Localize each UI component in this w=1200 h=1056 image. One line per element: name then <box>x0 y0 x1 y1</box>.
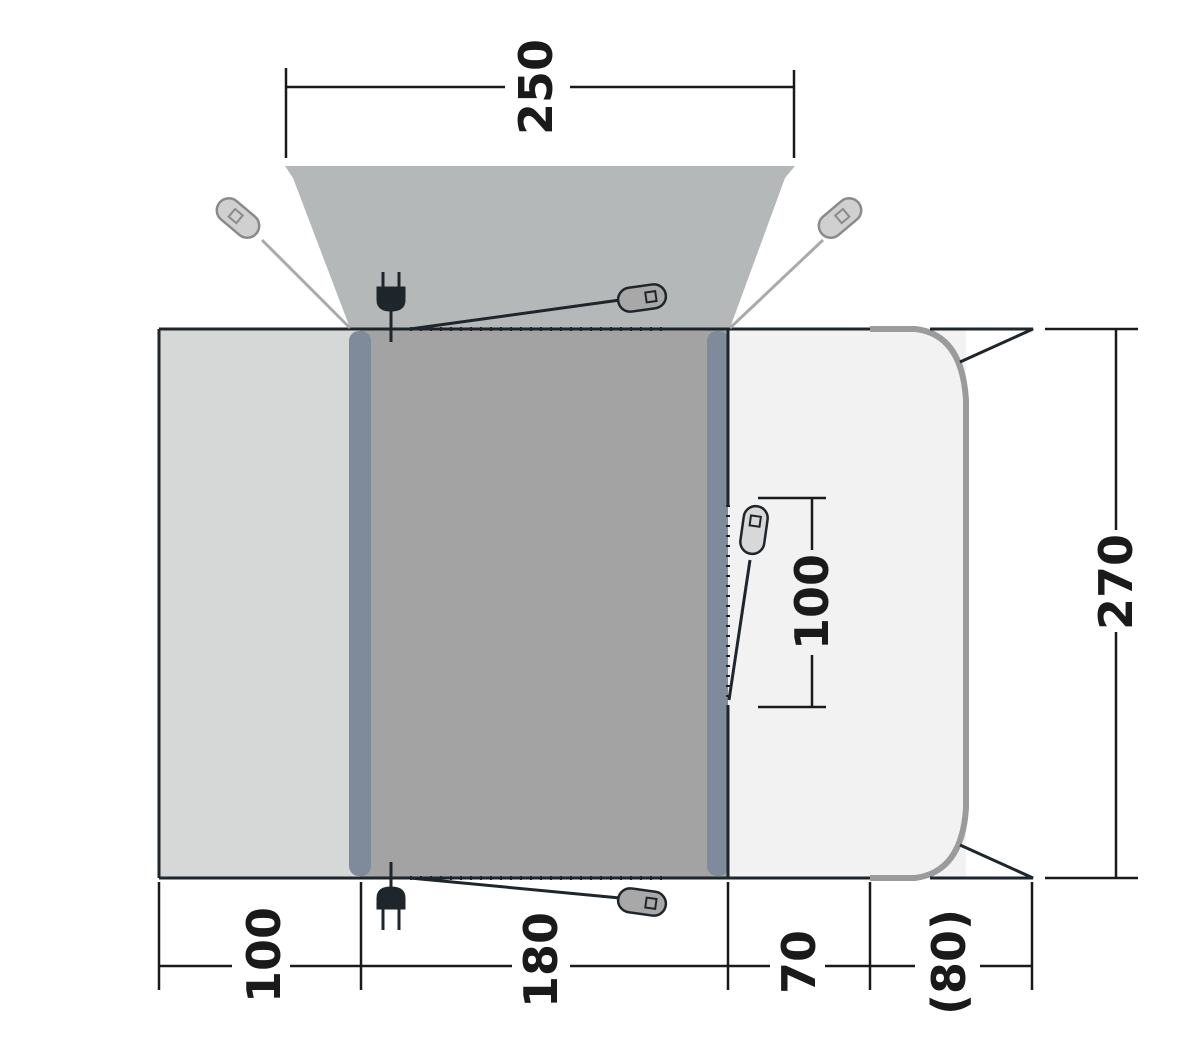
total-depth-label: 270 <box>1089 534 1143 630</box>
vehicle-tunnel-outline <box>870 326 969 881</box>
dimension-total-depth <box>1045 327 1138 880</box>
top-door-guy-line <box>409 298 621 331</box>
left-side-strip <box>349 331 371 876</box>
canopy-width-label: 250 <box>509 39 563 135</box>
left-section-label: 100 <box>237 907 291 1003</box>
door-width-label: 100 <box>785 554 839 650</box>
main-room-area <box>360 329 728 878</box>
peg-icon <box>616 283 668 313</box>
left-guy-line <box>260 238 352 330</box>
plug-icon <box>376 862 406 930</box>
peg-icon <box>739 504 769 556</box>
dimension-door-width <box>758 496 826 709</box>
canopy-area <box>285 166 795 328</box>
middle-section-label: 180 <box>514 912 568 1008</box>
dimension-bottom-chain <box>157 882 1034 990</box>
side-door-guy-line <box>727 559 752 701</box>
right-guy-line <box>728 238 825 330</box>
extension-label: (80) <box>922 909 976 1015</box>
plug-icon <box>376 272 406 342</box>
bottom-door-guy-line <box>409 876 621 900</box>
peg-icon <box>616 887 668 917</box>
vehicle-connection-area <box>870 329 966 878</box>
tent-outline <box>157 327 870 880</box>
peg-icon <box>817 197 863 239</box>
peg-icon <box>215 197 261 239</box>
right-section-label: 70 <box>772 930 826 994</box>
top-stay-line <box>930 327 1034 364</box>
dimension-canopy-width <box>284 68 796 158</box>
bottom-stay-line <box>930 843 1034 880</box>
right-side-strip <box>707 331 729 876</box>
left-room-area <box>159 329 360 878</box>
